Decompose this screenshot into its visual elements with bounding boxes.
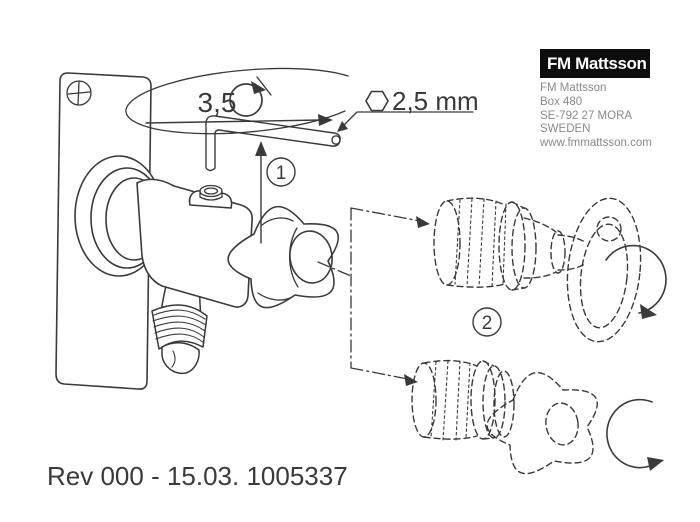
step2-badge: 2 (472, 307, 502, 337)
rotation-arrow-upper (605, 244, 667, 319)
torque-value-text: 3,5 (198, 87, 237, 118)
revision-text: Rev 000 - 15.03. 1005337 (47, 461, 348, 491)
address-line-box: Box 480 (540, 95, 583, 108)
step1-number: 1 (276, 163, 287, 184)
insert-direction-arrow (145, 114, 333, 126)
center-lines (317, 207, 421, 380)
hex-size-text: 2,5 mm (392, 86, 479, 116)
step1-arrow (255, 141, 267, 244)
cartridge-with-loop-handle (433, 197, 642, 343)
address-line-website: www.fmmattsson.com (540, 137, 652, 150)
star-knob (227, 205, 339, 309)
address-line-city: SE-792 27 MORA (540, 109, 633, 122)
tighten-torque-icon (229, 76, 272, 117)
rotation-arrow-lower (606, 398, 664, 471)
set-screw (199, 184, 223, 201)
company-address: FM Mattsson Box 480 SE-792 27 MORA SWEDE… (540, 82, 652, 151)
cartridge-with-star-knob (411, 359, 598, 475)
center-line-arrowhead-bottom (404, 374, 418, 386)
step2-number: 2 (482, 313, 493, 334)
plate-screw-icon (66, 80, 92, 106)
callout-ellipse (125, 67, 349, 135)
loop-handle (566, 197, 642, 343)
center-line-arrowhead-top (416, 216, 430, 228)
hex-key-size-label: 2,5 mm (337, 86, 479, 132)
brand-logo: FM Mattsson (540, 49, 650, 78)
allen-key (205, 115, 341, 172)
valve-body (136, 178, 253, 308)
star-knob-dashed (486, 372, 598, 475)
address-line-country: SWEDEN (540, 123, 591, 136)
hexagon-icon (365, 90, 389, 112)
brand-logo-text: FM Mattsson (547, 53, 647, 73)
outlet-spout (151, 269, 208, 375)
address-line-company: FM Mattsson (540, 82, 607, 94)
step1-badge: 1 (266, 157, 296, 187)
